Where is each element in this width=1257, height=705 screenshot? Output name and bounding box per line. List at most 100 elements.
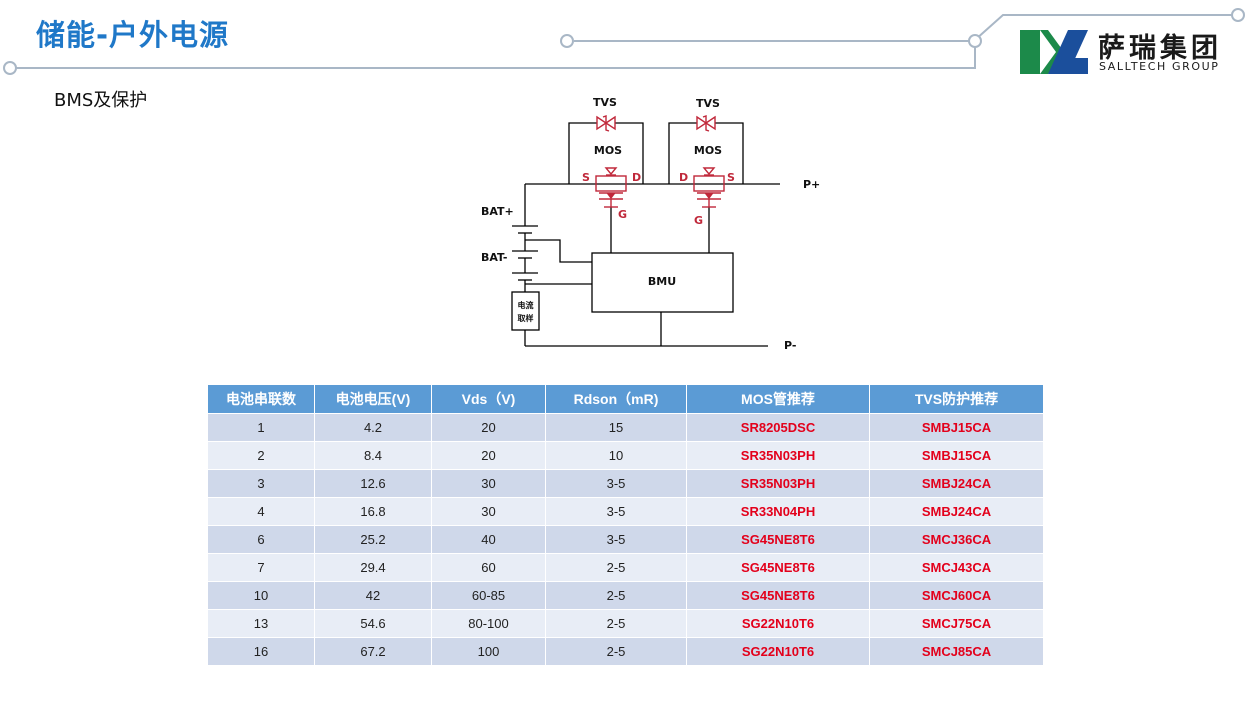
table-row: 6 25.2 40 3-5 SG45NE8T6 SMCJ36CA	[207, 525, 1044, 554]
cell-mos: SR8205DSC	[686, 413, 870, 442]
bat-minus-label: BAT-	[481, 251, 508, 264]
cell-series: 4	[207, 497, 315, 526]
cell-rdson: 2-5	[545, 581, 687, 610]
deco-node-icon	[560, 34, 574, 48]
current-sense-label-2: 取样	[518, 313, 534, 323]
header-tvs-recommend: TVS防护推荐	[869, 384, 1044, 414]
cell-voltage: 16.8	[314, 497, 432, 526]
cell-vds: 80-100	[431, 609, 546, 638]
cell-rdson: 3-5	[545, 525, 687, 554]
bmu-label: BMU	[648, 275, 676, 288]
recommendation-table: 电池串联数 电池电压(V) Vds（V) Rdson（mR) MOS管推荐 TV…	[207, 384, 1044, 666]
cell-voltage: 42	[314, 581, 432, 610]
current-sense-resistor	[511, 291, 540, 331]
mos-left-label: MOS	[594, 144, 622, 157]
mos-left-pin-s: S	[582, 171, 590, 184]
cell-mos: SG45NE8T6	[686, 525, 870, 554]
section-subtitle: BMS及保护	[54, 90, 148, 111]
header-decoration	[3, 8, 1245, 75]
cell-vds: 40	[431, 525, 546, 554]
bms-circuit-diagram: TVS TVS MOS MOS P+ P- BAT+ BAT- BMU S D …	[481, 96, 820, 352]
table-row: 2 8.4 20 10 SR35N03PH SMBJ15CA	[207, 441, 1044, 470]
cell-series: 3	[207, 469, 315, 498]
cell-rdson: 3-5	[545, 469, 687, 498]
cell-mos: SR35N03PH	[686, 469, 870, 498]
deco-node-icon	[3, 61, 17, 75]
cell-tvs: SMBJ24CA	[869, 497, 1044, 526]
page-title: 储能-户外电源	[36, 18, 230, 52]
cell-tvs: SMCJ75CA	[869, 609, 1044, 638]
deco-node-icon	[968, 34, 982, 48]
cell-rdson: 3-5	[545, 497, 687, 526]
cell-rdson: 15	[545, 413, 687, 442]
bat-plus-label: BAT+	[481, 205, 514, 218]
cell-series: 6	[207, 525, 315, 554]
cell-vds: 60-85	[431, 581, 546, 610]
cell-tvs: SMBJ15CA	[869, 413, 1044, 442]
logo-mark-icon	[1020, 30, 1088, 74]
cell-series: 7	[207, 553, 315, 582]
mosfet-left-icon	[595, 167, 627, 208]
mos-left-gate: G	[618, 208, 627, 221]
header-rdson: Rdson（mR)	[545, 384, 687, 414]
cell-rdson: 2-5	[545, 553, 687, 582]
table-row: 16 67.2 100 2-5 SG22N10T6 SMCJ85CA	[207, 637, 1044, 666]
cell-mos: SG22N10T6	[686, 609, 870, 638]
table-row: 3 12.6 30 3-5 SR35N03PH SMBJ24CA	[207, 469, 1044, 498]
cell-vds: 20	[431, 413, 546, 442]
table-row: 1 4.2 20 15 SR8205DSC SMBJ15CA	[207, 413, 1044, 442]
header-mos-recommend: MOS管推荐	[686, 384, 870, 414]
table-row: 10 42 60-85 2-5 SG45NE8T6 SMCJ60CA	[207, 581, 1044, 610]
header-series-count: 电池串联数	[207, 384, 315, 414]
bmu-block	[591, 252, 734, 313]
cell-vds: 20	[431, 441, 546, 470]
cell-mos: SG22N10T6	[686, 637, 870, 666]
current-sense-label-1: 电流	[518, 300, 534, 310]
cell-series: 13	[207, 609, 315, 638]
company-logo: 萨瑞集团 SALLTECH GROUP	[1018, 28, 1238, 76]
cell-vds: 100	[431, 637, 546, 666]
header-battery-voltage: 电池电压(V)	[314, 384, 432, 414]
cell-mos: SR35N03PH	[686, 441, 870, 470]
cell-tvs: SMCJ36CA	[869, 525, 1044, 554]
cell-vds: 60	[431, 553, 546, 582]
cell-tvs: SMBJ24CA	[869, 469, 1044, 498]
cell-series: 16	[207, 637, 315, 666]
logo-name-en: SALLTECH GROUP	[1099, 60, 1220, 73]
cell-vds: 30	[431, 469, 546, 498]
tvs-left-label: TVS	[593, 96, 617, 109]
cell-vds: 30	[431, 497, 546, 526]
mosfet-right-icon	[693, 167, 725, 208]
cell-voltage: 54.6	[314, 609, 432, 638]
mos-left-pin-d: D	[632, 171, 641, 184]
deco-node-icon	[1231, 8, 1245, 22]
cell-mos: SG45NE8T6	[686, 553, 870, 582]
table-row: 7 29.4 60 2-5 SG45NE8T6 SMCJ43CA	[207, 553, 1044, 582]
cell-series: 2	[207, 441, 315, 470]
tvs-left-icon	[596, 115, 616, 132]
cell-voltage: 67.2	[314, 637, 432, 666]
table-header-row: 电池串联数 电池电压(V) Vds（V) Rdson（mR) MOS管推荐 TV…	[207, 384, 1044, 414]
cell-series: 1	[207, 413, 315, 442]
cell-voltage: 29.4	[314, 553, 432, 582]
p-plus-label: P+	[803, 178, 820, 191]
cell-mos: SR33N04PH	[686, 497, 870, 526]
cell-voltage: 12.6	[314, 469, 432, 498]
p-minus-label: P-	[784, 339, 796, 352]
cell-rdson: 2-5	[545, 637, 687, 666]
tvs-right-icon	[696, 115, 716, 132]
cell-rdson: 2-5	[545, 609, 687, 638]
mos-right-pin-d: D	[679, 171, 688, 184]
cell-tvs: SMCJ43CA	[869, 553, 1044, 582]
logo-name-cn: 萨瑞集团	[1098, 33, 1222, 64]
cell-voltage: 8.4	[314, 441, 432, 470]
header-vds: Vds（V)	[431, 384, 546, 414]
mos-right-pin-s: S	[727, 171, 735, 184]
cell-tvs: SMBJ15CA	[869, 441, 1044, 470]
cell-tvs: SMCJ60CA	[869, 581, 1044, 610]
mos-right-gate: G	[694, 214, 703, 227]
mos-right-label: MOS	[694, 144, 722, 157]
cell-voltage: 4.2	[314, 413, 432, 442]
cell-tvs: SMCJ85CA	[869, 637, 1044, 666]
bat-minus-wire	[525, 239, 592, 263]
